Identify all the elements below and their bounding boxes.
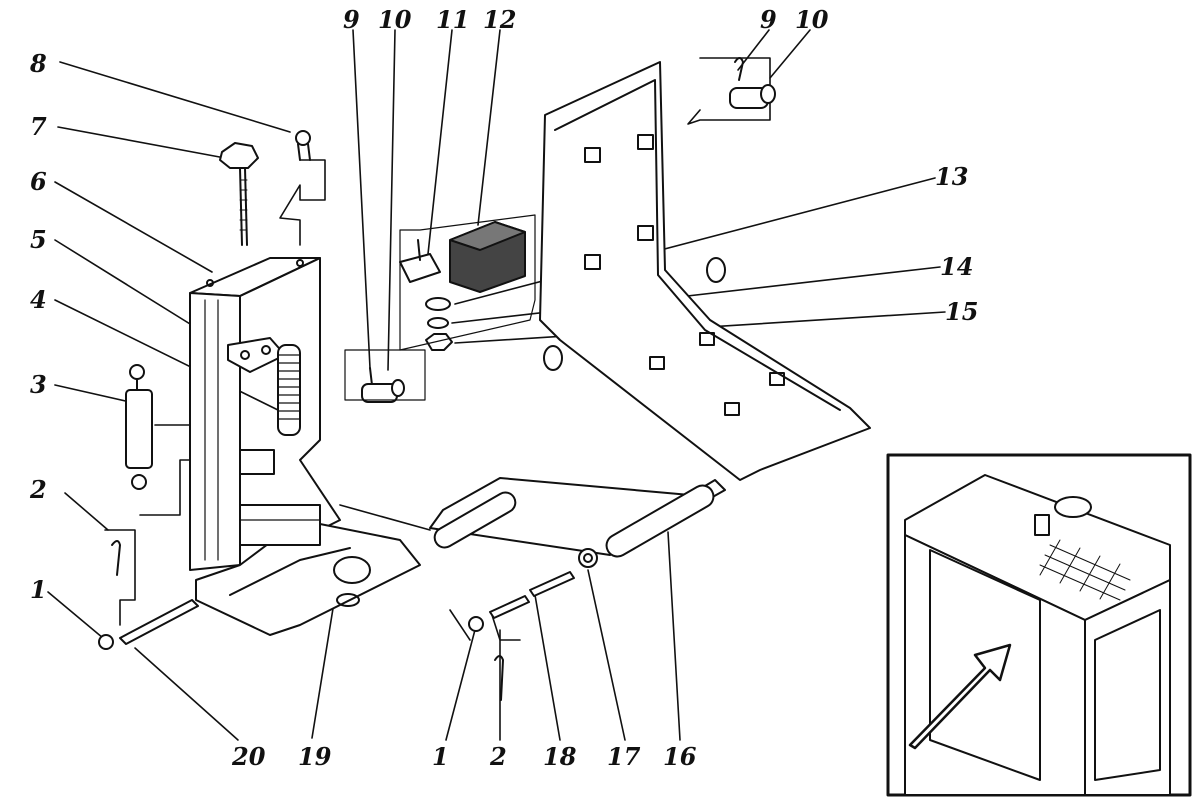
callout-10-right: 10 — [795, 5, 829, 34]
detail-box-buffer — [399, 214, 536, 351]
pedal-pad — [333, 556, 371, 607]
spring-washer — [427, 317, 449, 329]
callout-18: 18 — [543, 742, 577, 771]
hex-nut — [425, 333, 453, 351]
washer-bottom — [468, 616, 484, 632]
callout-1-left: 1 — [30, 575, 47, 604]
callout-16: 16 — [663, 742, 697, 771]
callout-19: 19 — [298, 742, 332, 771]
cotter-pin-mid — [369, 367, 373, 386]
callout-14: 14 — [940, 252, 973, 281]
cotter-pin-right — [734, 57, 744, 81]
callout-10-mid: 10 — [378, 5, 412, 34]
callout-15: 15 — [945, 297, 978, 326]
split-pin-left — [111, 540, 121, 576]
callout-20: 20 — [231, 742, 266, 771]
pedal-lever — [429, 477, 726, 558]
cab-inset — [886, 453, 1192, 797]
clevis-bracket — [239, 449, 275, 475]
callout-9-right: 9 — [760, 5, 777, 34]
angle-bracket — [399, 239, 441, 283]
long-axle-rod — [119, 599, 199, 645]
callout-3: 3 — [30, 370, 47, 399]
callout-1-bottom: 1 — [432, 742, 449, 771]
callout-11: 11 — [436, 5, 469, 34]
callout-labels: 8 7 6 5 4 3 2 1 9 10 11 12 9 10 13 14 15… — [29, 5, 978, 771]
detail-box-mid — [344, 349, 426, 401]
left-pedal-frame — [189, 257, 421, 636]
callout-2-left: 2 — [29, 475, 47, 504]
right-pedal-frame — [539, 61, 871, 481]
callout-2-bottom: 2 — [489, 742, 507, 771]
screw — [295, 130, 311, 161]
callout-9-mid: 9 — [343, 5, 360, 34]
split-pin-bottom — [494, 655, 504, 701]
bracket — [227, 337, 286, 373]
indicator-arrow — [908, 643, 1012, 750]
bushing — [578, 548, 598, 568]
shock-absorber — [125, 364, 153, 490]
callout-7: 7 — [30, 112, 47, 141]
callout-6: 6 — [30, 167, 47, 196]
callout-4: 4 — [30, 285, 47, 314]
short-pin — [489, 571, 575, 619]
callout-17: 17 — [607, 742, 641, 771]
return-spring — [277, 344, 301, 436]
callout-5: 5 — [30, 225, 47, 254]
flat-washer — [425, 297, 451, 311]
rubber-buffer — [449, 221, 526, 293]
clevis-pin-mid — [361, 379, 405, 403]
callout-13: 13 — [935, 162, 968, 191]
adjusting-knob — [219, 142, 259, 246]
callout-8: 8 — [29, 49, 47, 78]
callout-12: 12 — [483, 5, 516, 34]
washer-left — [98, 634, 114, 650]
clevis-pin-right — [729, 84, 776, 109]
